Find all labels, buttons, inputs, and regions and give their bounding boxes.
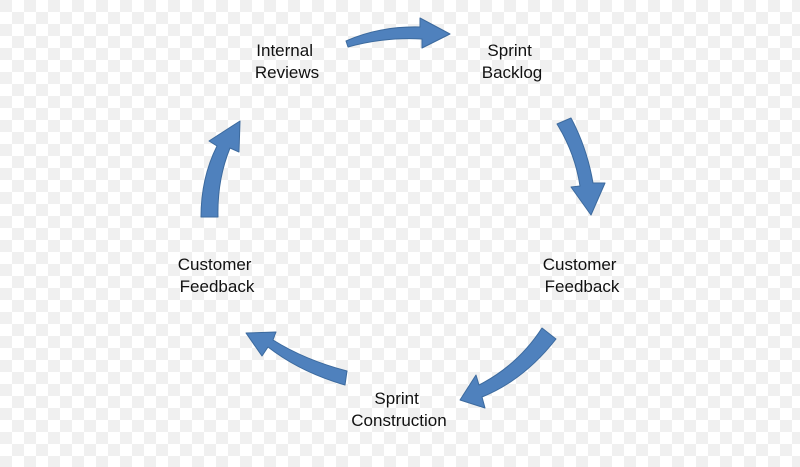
node-sprint-construction-line1: Sprint — [374, 389, 419, 408]
node-customer-feedback-right-line1: Customer — [543, 255, 617, 274]
node-internal-reviews-line2: Reviews — [255, 63, 319, 82]
node-customer-feedback-right: Customer Feedback — [543, 255, 621, 296]
node-customer-feedback-left-line1: Customer — [178, 255, 252, 274]
node-sprint-construction-line2: Construction — [351, 411, 446, 430]
arrow-sprint-backlog-to-customer-feedback-right — [556, 117, 606, 216]
arrow-internal-reviews-to-sprint-backlog — [345, 17, 451, 49]
node-internal-reviews-line1: Internal — [256, 41, 313, 60]
node-sprint-backlog-line1: Sprint — [487, 41, 532, 60]
cycle-arrows — [200, 17, 606, 409]
node-internal-reviews: Internal Reviews — [255, 41, 319, 82]
arrow-sprint-construction-to-customer-feedback-left — [245, 331, 348, 386]
arrow-customer-feedback-to-internal-reviews — [200, 120, 241, 218]
node-sprint-construction: Sprint Construction — [351, 389, 446, 430]
node-customer-feedback-left: Customer Feedback — [178, 255, 256, 296]
node-sprint-backlog: Sprint Backlog — [482, 41, 542, 82]
node-customer-feedback-right-line2: Feedback — [545, 277, 620, 296]
node-customer-feedback-left-line2: Feedback — [180, 277, 255, 296]
arrow-customer-feedback-to-sprint-construction — [459, 327, 557, 409]
node-sprint-backlog-line2: Backlog — [482, 63, 542, 82]
